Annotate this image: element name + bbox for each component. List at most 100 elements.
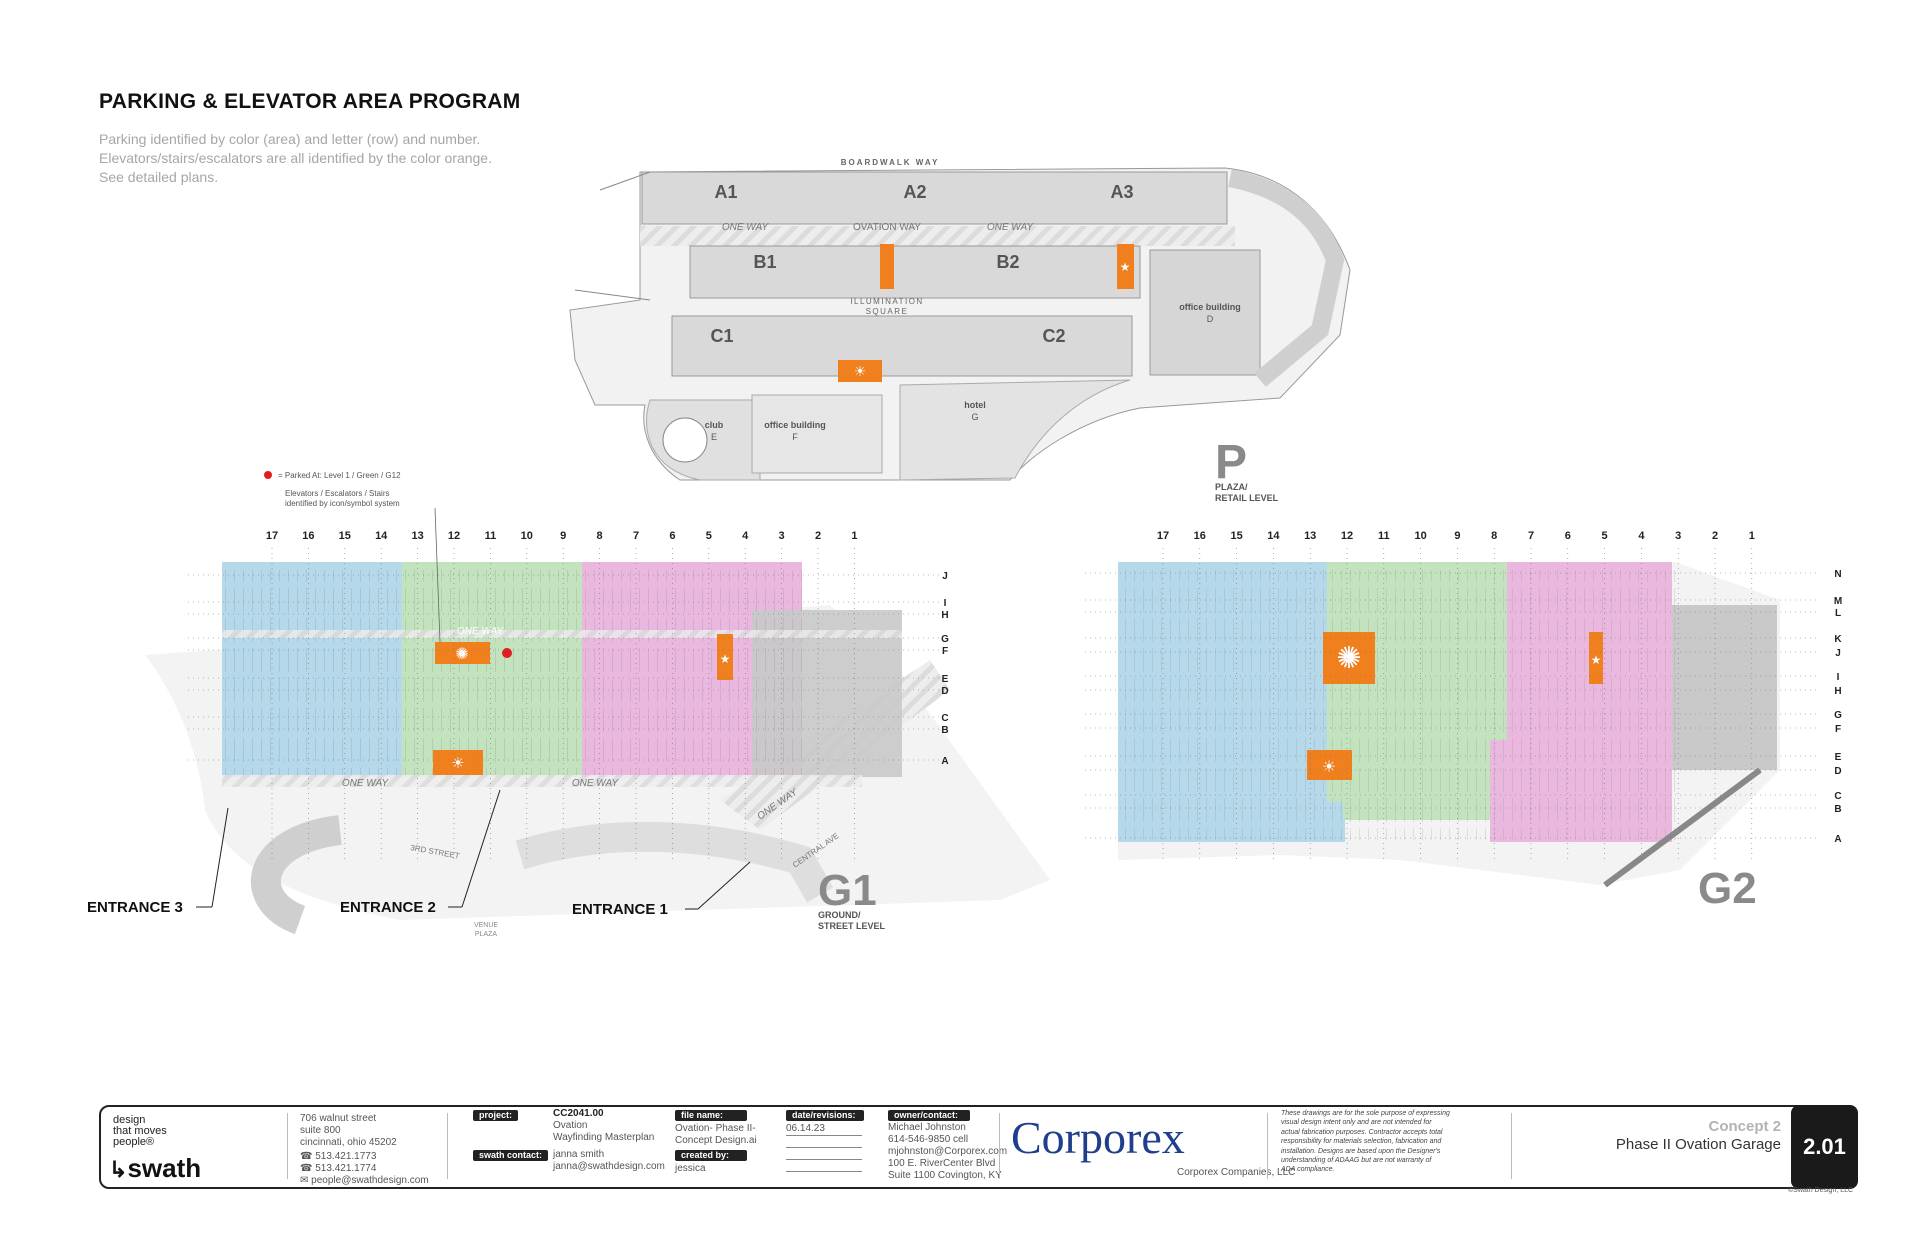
parked-marker bbox=[502, 648, 512, 658]
address-line: cincinnati, ohio 45202 bbox=[300, 1137, 397, 1148]
grid-column-label: 3 bbox=[779, 530, 785, 542]
owner-line: Michael Johnston bbox=[888, 1122, 966, 1133]
star-icon: ★ bbox=[1591, 653, 1602, 667]
grid-row-label: J bbox=[1835, 648, 1841, 659]
level-letter: G1 bbox=[818, 866, 877, 915]
grid-column-label: 1 bbox=[851, 530, 857, 542]
title-block: design that moves people® ↳swath 706 wal… bbox=[99, 1105, 1858, 1189]
grid-column-label: 14 bbox=[375, 530, 388, 542]
grid-row-label: I bbox=[1837, 672, 1840, 683]
sunburst-icon: ✺ bbox=[455, 646, 468, 663]
building-label: office building bbox=[764, 420, 826, 430]
project-number: CC2041.00 bbox=[553, 1108, 604, 1119]
g1-level-plan: ✺ ★ ☀ = Parked At: Level 1 / Green / G12… bbox=[87, 471, 1050, 938]
grid-row-label: D bbox=[941, 686, 948, 697]
divider bbox=[999, 1113, 1000, 1179]
grid-column-label: 10 bbox=[521, 530, 533, 542]
drawing-title: Phase II Ovation Garage bbox=[1615, 1136, 1781, 1153]
grid-column-label: 8 bbox=[1491, 530, 1497, 542]
grid-row-label: A bbox=[1834, 834, 1841, 845]
swath-contact: janna smith janna@swathdesign.com bbox=[553, 1149, 665, 1173]
g1-escalator-core bbox=[435, 642, 490, 664]
building-letter: D bbox=[1207, 314, 1214, 324]
level-name: RETAIL LEVEL bbox=[1215, 493, 1279, 503]
grid-row-label: I bbox=[944, 598, 947, 609]
email-icon: ✉ bbox=[300, 1175, 309, 1186]
area-label: A2 bbox=[903, 182, 926, 202]
grid-column-label: 11 bbox=[1378, 530, 1390, 542]
square-label: ILLUMINATION bbox=[850, 297, 923, 306]
grid-column-label: 4 bbox=[1638, 530, 1645, 542]
legend-icon-text: identified by icon/symbol system bbox=[285, 499, 400, 508]
g1-elevator-core bbox=[433, 750, 483, 775]
grid-column-label: 9 bbox=[560, 530, 566, 542]
page-title: PARKING & ELEVATOR AREA PROGRAM bbox=[99, 90, 521, 113]
one-way-label: ONE WAY bbox=[722, 222, 770, 233]
grid-column-label: 10 bbox=[1414, 530, 1426, 542]
grid-row-label: E bbox=[1835, 752, 1842, 763]
legend-marker-dot bbox=[264, 471, 272, 479]
level-letter: G2 bbox=[1698, 864, 1757, 913]
sheet-number: 2.01 bbox=[1791, 1105, 1858, 1189]
grid-column-label: 16 bbox=[302, 530, 314, 542]
g2-elevator-core bbox=[1307, 750, 1352, 780]
grid-column-label: 6 bbox=[669, 530, 675, 542]
grid-column-label: 15 bbox=[339, 530, 351, 542]
one-way-label: ONE WAY bbox=[342, 778, 390, 789]
description-line: Elevators/stairs/escalators are all iden… bbox=[99, 150, 492, 166]
grid-row-label: M bbox=[1834, 596, 1842, 607]
fax: 513.421.1774 bbox=[315, 1163, 377, 1174]
grid-row-label: N bbox=[1834, 569, 1841, 580]
file-tag: file name: bbox=[675, 1110, 747, 1121]
swath-logo: ↳swath bbox=[109, 1155, 201, 1183]
concept-label: Concept 2 bbox=[1708, 1118, 1781, 1135]
tagline-line: that moves bbox=[113, 1125, 167, 1137]
building-label: office building bbox=[1179, 302, 1241, 312]
description-line: See detailed plans. bbox=[99, 169, 219, 185]
file-name-line: Concept Design.ai bbox=[675, 1135, 757, 1146]
tagline: design that moves people® bbox=[113, 1115, 167, 1148]
file-name: Ovation- Phase II- Concept Design.ai bbox=[675, 1123, 757, 1147]
legend-icon-text: Elevators / Escalators / Stairs bbox=[285, 489, 389, 498]
grid-column-label: 14 bbox=[1267, 530, 1280, 542]
lightbulb-icon: ☀ bbox=[451, 755, 464, 772]
grid-column-label: 5 bbox=[706, 530, 712, 542]
fax-icon: ☎ bbox=[300, 1163, 313, 1174]
building-letter: F bbox=[792, 432, 798, 442]
disclaimer-line: actual fabrication purposes. Contractor … bbox=[1281, 1128, 1443, 1136]
disclaimer-line: understanding of ADAAG but are not warra… bbox=[1281, 1157, 1432, 1165]
grid-row-label: C bbox=[1834, 791, 1841, 802]
divider bbox=[1511, 1113, 1512, 1179]
plaza-elevator-core bbox=[880, 244, 894, 289]
plaza-escalator-core bbox=[838, 360, 882, 382]
created-by: jessica bbox=[675, 1163, 706, 1174]
grid-column-label: 4 bbox=[742, 530, 749, 542]
address-line: suite 800 bbox=[300, 1125, 341, 1136]
sunburst-icon: ✺ bbox=[1336, 642, 1361, 675]
address-line: 706 walnut street bbox=[300, 1113, 377, 1124]
description: Parking identified by color (area) and l… bbox=[99, 130, 492, 187]
divider bbox=[447, 1113, 448, 1179]
building-letter: G bbox=[971, 412, 978, 422]
revision-line bbox=[786, 1135, 862, 1136]
copyright: ©Swath Design, LLC bbox=[1788, 1187, 1854, 1194]
divider bbox=[1267, 1113, 1268, 1179]
road-label: OVATION WAY bbox=[853, 222, 921, 233]
grid-column-label: 9 bbox=[1454, 530, 1460, 542]
grid-row-label: G bbox=[941, 634, 949, 645]
grid-column-label: 1 bbox=[1749, 530, 1755, 542]
grid-row-label: B bbox=[1834, 804, 1841, 815]
entrance-label: ENTRANCE 2 bbox=[340, 899, 436, 916]
logo-text: swath bbox=[127, 1153, 202, 1183]
project-name-line: Ovation bbox=[553, 1120, 588, 1131]
grid-column-label: 8 bbox=[597, 530, 603, 542]
grid-column-label: 16 bbox=[1194, 530, 1206, 542]
one-way-label: ONE WAY bbox=[572, 778, 620, 789]
disclaimer-line: These drawings are for the sole purpose … bbox=[1281, 1110, 1450, 1117]
grid-column-label: 17 bbox=[266, 530, 278, 542]
tagline-line: people® bbox=[113, 1136, 155, 1148]
phone-icon: ☎ bbox=[300, 1151, 313, 1162]
disclaimer-line: responsibility for materials selection, … bbox=[1281, 1138, 1442, 1146]
